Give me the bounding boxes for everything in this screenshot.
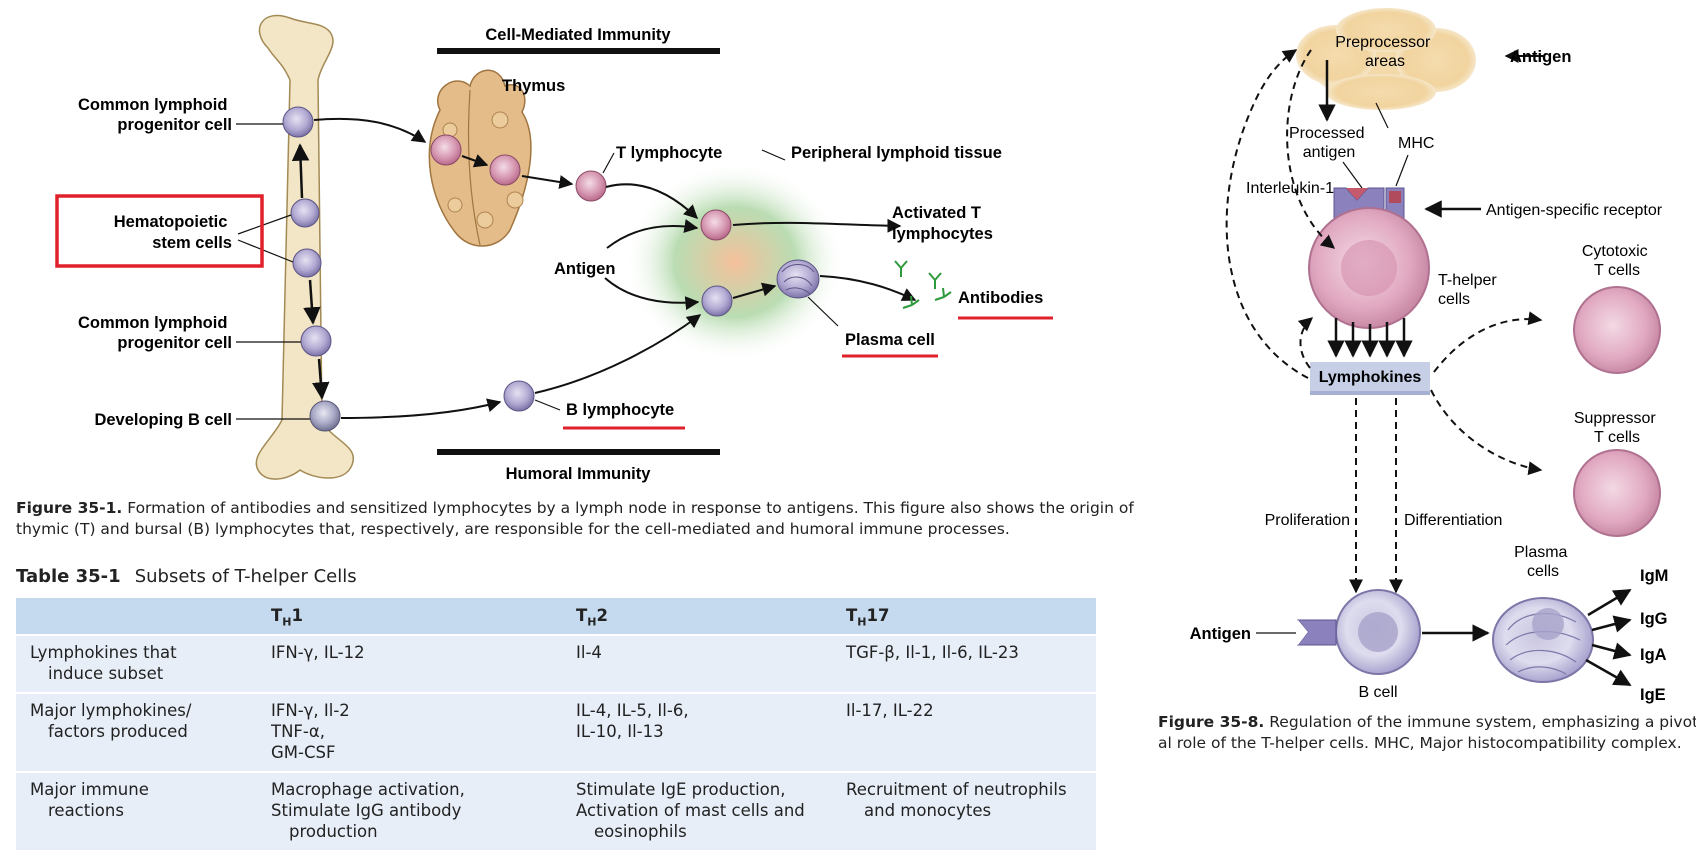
cell-th2: Il-4 [566, 634, 836, 694]
figure-35-1-caption-line-2: thymic (T) and bursal (B) lymphocytes th… [16, 520, 1010, 538]
cell-th17: TGF-β, Il-1, Il-6, IL-23 [836, 634, 1096, 694]
cell-mediated-bar [437, 48, 720, 54]
label-mhc: MHC [1398, 135, 1434, 152]
label-suppressor: Suppressor T cells [1574, 410, 1660, 446]
label-antigen-top: Antigen [1510, 48, 1571, 66]
b-lymphocyte-cell [503, 380, 535, 412]
lymphokines-box [1310, 362, 1430, 391]
subsets-table: TH1 TH2 TH17 Lymphokines that induce sub… [16, 598, 1096, 851]
label-hematopoietic: Hematopoietic stem cells [114, 213, 232, 252]
label-activated: Activated T lymphocytes [892, 204, 993, 243]
bone-cell-5 [309, 400, 341, 432]
peripheral-tissue-glow [625, 162, 845, 362]
label-plasma-cell: Plasma cell [845, 331, 935, 349]
bone-cell-1 [282, 106, 314, 138]
label-proliferation: Proliferation [1265, 512, 1350, 529]
label-plasma-cells: Plasma cells [1514, 544, 1572, 580]
antibody-icons [894, 260, 952, 309]
figure-35-8-caption-label: Figure 35-8. [1158, 713, 1265, 731]
humoral-bar [437, 449, 720, 455]
label-common-lymphoid-2: Common lymphoid progenitor cell [78, 314, 232, 352]
label-preprocessor: Preprocessor areas [1335, 34, 1435, 70]
label-thymus: Thymus [502, 77, 565, 95]
plasma-cell-illustration [776, 259, 820, 299]
label-processed-antigen: Processed antigen [1289, 125, 1369, 161]
bone-cell-3 [292, 248, 322, 278]
row-label: Major lymphokines/ factors produced [16, 692, 261, 773]
table-row: Major lymphokines/ factors produced IFN-… [16, 692, 1096, 773]
cell-th2: Stimulate IgE production, Activation of … [566, 771, 836, 851]
label-humoral: Humoral Immunity [506, 465, 652, 483]
row-label: Major immune reactions [16, 771, 261, 851]
label-interleukin: Interleukin-1 [1246, 180, 1334, 197]
figure-35-1-caption-line-1: Formation of antibodies and sensitized l… [127, 499, 1134, 517]
row-label: Lymphokines that induce subset [16, 634, 261, 694]
table-row: Lymphokines that induce subset IFN-γ, IL… [16, 634, 1096, 694]
cell-th17: Il-17, IL-22 [836, 692, 1096, 773]
table-header-row: TH1 TH2 TH17 [16, 598, 1096, 636]
label-t-helper: T-helper cells [1438, 272, 1501, 308]
label-differentiation: Differentiation [1404, 512, 1502, 529]
label-iga: IgA [1640, 646, 1667, 664]
label-b-cell: B cell [1358, 684, 1397, 701]
label-b-lymphocyte: B lymphocyte [566, 401, 674, 419]
table-header-th2: TH2 [566, 598, 836, 636]
label-igm: IgM [1640, 567, 1668, 585]
figure-35-1-caption-label: Figure 35-1. [16, 499, 123, 517]
table-header-th1: TH1 [261, 598, 566, 636]
label-ige: IgE [1640, 686, 1666, 704]
b-cell-in-tissue [701, 285, 733, 317]
label-common-lymphoid-1: Common lymphoid progenitor cell [78, 96, 232, 134]
figure-35-1-diagram: Common lymphoid progenitor cell Hematopo… [55, 14, 1053, 483]
cell-th1: IFN-γ, Il-2 TNF-α, GM-CSF [261, 692, 566, 773]
figure-35-8-caption-line-2: al role of the T-helper cells. MHC, Majo… [1158, 734, 1682, 752]
label-peripheral: Peripheral lymphoid tissue [791, 144, 1002, 162]
label-lymphokines: Lymphokines [1319, 369, 1422, 386]
b-cell-receptor [1296, 619, 1337, 646]
table-title: Table 35-1 Subsets of T-helper Cells [16, 566, 357, 587]
label-receptor: Antigen-specific receptor [1486, 202, 1663, 219]
cell-th1: IFN-γ, IL-12 [261, 634, 566, 694]
label-cell-mediated: Cell-Mediated Immunity [485, 26, 671, 44]
figure-35-8-diagram: Preprocessor areas Antigen Processed ant… [1190, 8, 1668, 704]
t-lymphocyte-cell [575, 170, 607, 202]
preprocessor-cloud [1296, 8, 1476, 110]
table-label: Table 35-1 [16, 566, 121, 587]
label-antigen-fig1: Antigen [554, 260, 615, 278]
thymus-cell-2 [489, 154, 521, 186]
bone-cell-4 [300, 325, 332, 357]
cell-th17: Recruitment of neutrophils and monocytes [836, 771, 1096, 851]
table-header-th17: TH17 [836, 598, 1096, 636]
suppressor-t-cell [1573, 449, 1661, 537]
table-row: Major immune reactions Macrophage activa… [16, 771, 1096, 851]
bone-cell-2 [290, 198, 320, 228]
thymus-cell-1 [430, 134, 462, 166]
table-title-text: Subsets of T-helper Cells [134, 566, 357, 587]
label-antigen-b: Antigen [1190, 625, 1251, 643]
label-developing-b: Developing B cell [94, 411, 232, 429]
label-t-lymphocyte: T lymphocyte [616, 144, 722, 162]
table-header-empty [16, 598, 261, 636]
highlight-box-hematopoietic [55, 194, 264, 268]
cytotoxic-t-cell [1573, 286, 1661, 374]
lymphokine-arrows [1327, 318, 1413, 358]
cell-th2: IL-4, IL-5, Il-6, IL-10, Il-13 [566, 692, 836, 773]
figure-35-8-caption: Figure 35-8. Regulation of the immune sy… [1158, 712, 1696, 754]
bone-illustration [255, 14, 355, 480]
figure-35-1-caption: Figure 35-1. Formation of antibodies and… [16, 498, 1134, 540]
label-antibodies: Antibodies [958, 289, 1043, 307]
cell-th1: Macrophage activation, Stimulate IgG ant… [261, 771, 566, 851]
label-igg: IgG [1640, 610, 1668, 628]
label-cytotoxic: Cytotoxic T cells [1582, 243, 1652, 279]
figure-35-8-caption-line-1: Regulation of the immune system, emphasi… [1269, 713, 1696, 731]
plasma-cells-illustration [1492, 597, 1594, 683]
activated-t-cell [700, 209, 732, 241]
